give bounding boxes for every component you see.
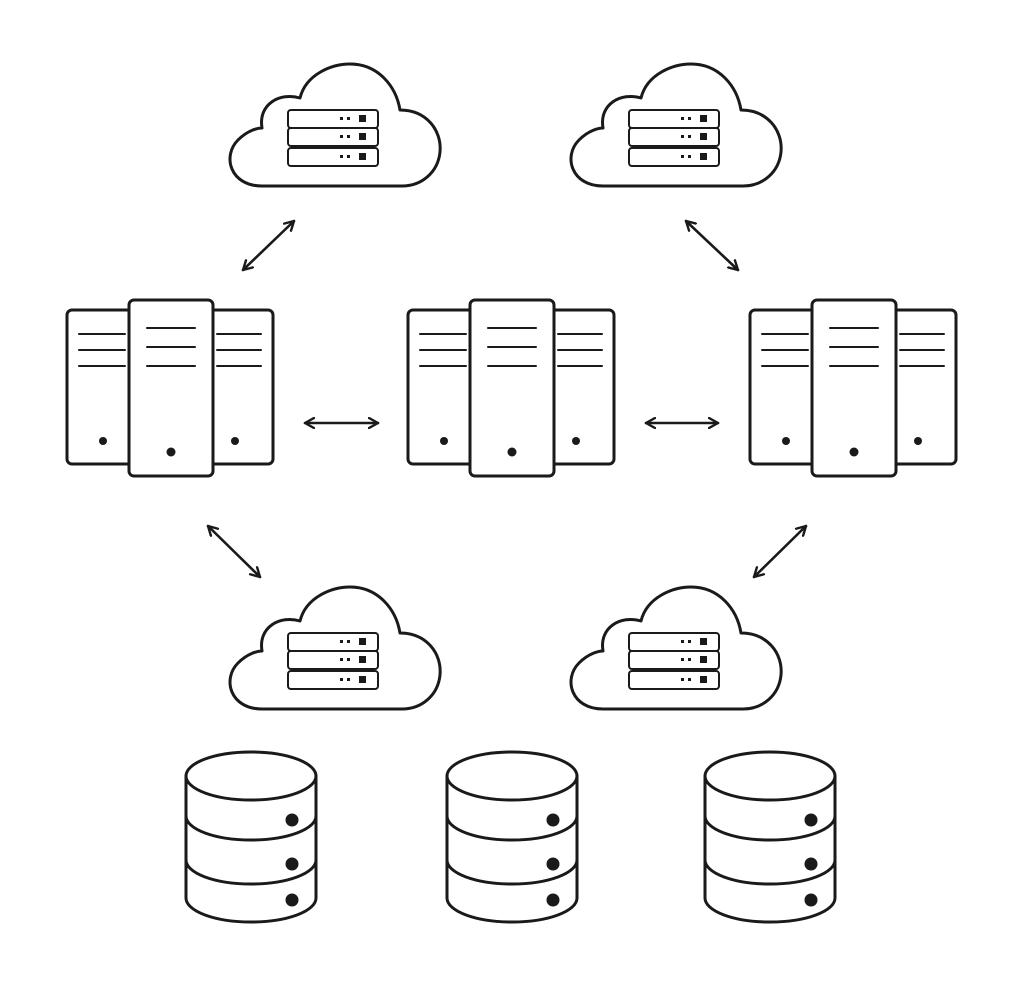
arrow-servers-left-cloud-bottom-left — [206, 524, 262, 579]
cloud-top-right-icon — [569, 62, 783, 188]
database-center-icon — [445, 750, 579, 924]
server-cluster-left-icon — [65, 298, 275, 478]
cloud-top-left-icon — [228, 62, 442, 188]
cloud-bottom-right-icon — [569, 585, 783, 711]
arrow-servers-right-cloud-bottom-right — [752, 524, 808, 579]
database-left-icon — [184, 750, 318, 924]
arrow-cloud-top-right-servers-right — [684, 219, 740, 272]
arrow-cloud-top-left-servers-left — [241, 219, 296, 272]
database-right-icon — [703, 750, 837, 924]
server-cluster-right-icon — [748, 298, 958, 478]
server-cluster-center-icon — [406, 298, 616, 478]
cloud-bottom-left-icon — [228, 585, 442, 711]
